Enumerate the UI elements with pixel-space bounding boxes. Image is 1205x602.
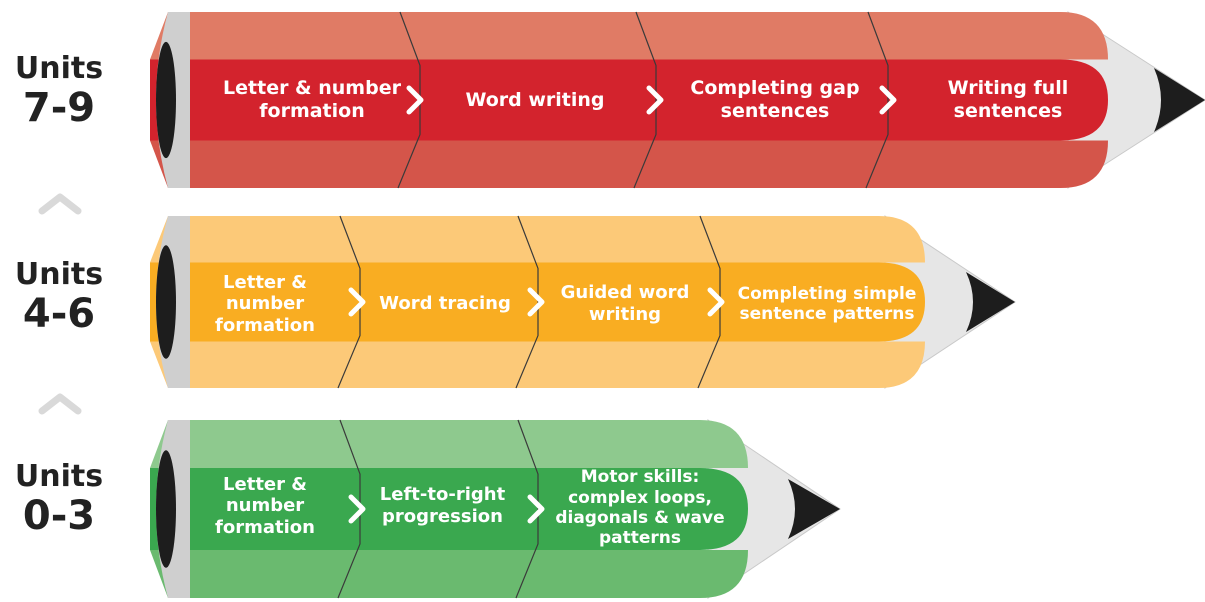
step-label: Word writing (465, 88, 605, 111)
step-label: Word tracing (379, 293, 511, 315)
pencil-body-band (150, 468, 748, 550)
pencil-top-stripe (150, 420, 748, 469)
pencil-eraser-ellipse (156, 450, 176, 568)
chevron-right-icon (527, 494, 545, 524)
pencil-bottom-stripe (150, 341, 925, 388)
chevron-right-icon (879, 85, 897, 115)
chevron-right-icon (646, 85, 664, 115)
pencil-lead-tip (788, 479, 840, 539)
units-label-bottom: Units 0-3 (0, 459, 118, 539)
units-range: 0-3 (22, 493, 96, 539)
pencil-lead-tip (1154, 68, 1205, 132)
segment-divider (515, 215, 539, 389)
step-label: Letter & number formation (215, 473, 315, 538)
step-label: Letter & number formation (223, 77, 401, 122)
chevron-right-icon (348, 287, 366, 317)
pencil-top-stripe (150, 216, 925, 263)
chevron-right-icon (406, 85, 424, 115)
step-label: Motor skills: complex loops, diagonals &… (555, 467, 725, 549)
step-label: Completing simple sentence patterns (737, 283, 917, 324)
segment-divider (865, 11, 889, 189)
units-range: 7-9 (22, 85, 96, 131)
units-label-middle: Units 4-6 (0, 257, 118, 337)
units-range: 4-6 (22, 291, 96, 337)
pencil-eraser-ellipse (156, 41, 176, 159)
chevron-right-icon (527, 287, 545, 317)
chevron-up-icon (38, 393, 82, 415)
step-label: Letter & number formation (215, 271, 315, 336)
units-word: Units (14, 459, 104, 494)
step-label: Left-to-right progression (379, 484, 506, 527)
chevron-right-icon (348, 494, 366, 524)
pencil-bottom-stripe (150, 140, 1108, 188)
pencil-body-band (150, 59, 1108, 141)
chevron-right-icon (707, 287, 725, 317)
chevron-up-icon (38, 193, 82, 215)
pencil-lead-tip (966, 272, 1015, 332)
pencil-top-stripe (150, 12, 1108, 60)
units-word: Units (14, 51, 104, 86)
units-word: Units (14, 257, 104, 292)
units-label-top: Units 7-9 (0, 51, 118, 131)
step-label: Completing gap sentences (690, 77, 860, 122)
segment-divider (633, 11, 657, 189)
step-label: Guided word writing (560, 282, 690, 325)
segment-divider (515, 419, 539, 599)
pencil-eraser-ellipse (156, 245, 176, 359)
pencil-bottom-stripe (150, 549, 748, 598)
step-label: Writing full sentences (947, 77, 1069, 122)
